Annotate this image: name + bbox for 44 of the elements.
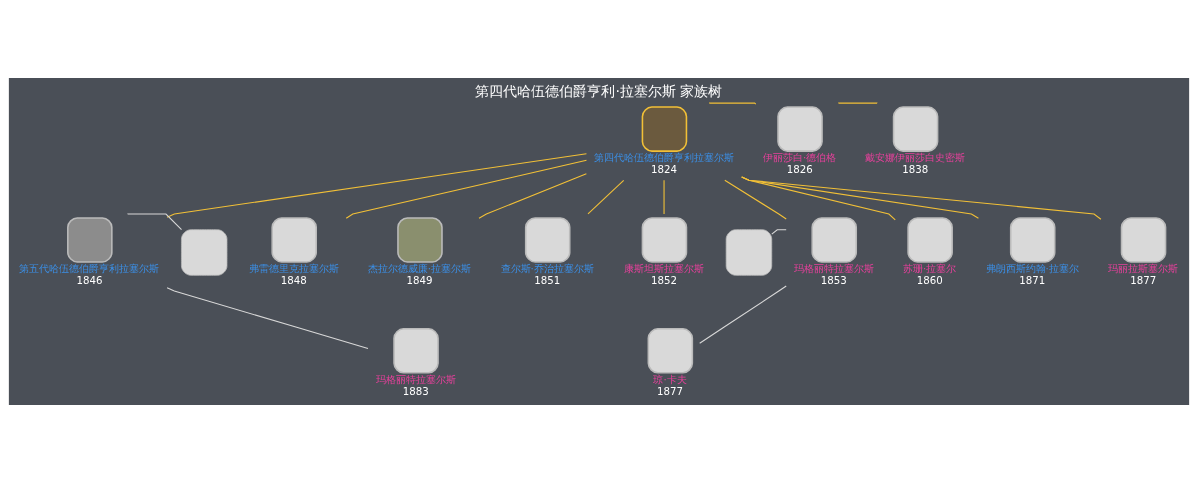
connector: [127, 212, 183, 230]
node-label: 1838: [902, 163, 929, 175]
connector: [708, 102, 757, 105]
node-box: [725, 228, 773, 276]
node-label: 1824: [651, 163, 678, 175]
node-label: 1877: [656, 385, 683, 397]
node-label: 1826: [786, 163, 813, 175]
connector: [663, 179, 665, 214]
node-label: 1853: [820, 274, 847, 286]
connector: [771, 228, 787, 235]
connector: [587, 179, 625, 214]
node-label: 玛丽拉斯塞尔斯: [1108, 262, 1179, 274]
node-label: 1848: [280, 274, 307, 286]
connector: [724, 179, 787, 220]
node-label: 伊丽莎白·德伯格: [763, 151, 837, 163]
node-label: 1849: [406, 274, 433, 286]
node-label: 1877: [1130, 274, 1157, 286]
node-label: 琼·卡夫: [653, 373, 687, 385]
node-label: 杰拉尔德威廉·拉塞尔斯: [367, 262, 471, 274]
node-label: 弗雷德里克拉塞尔斯: [249, 262, 340, 274]
node-label: 1860: [916, 274, 943, 286]
connector: [345, 159, 588, 219]
node-label: 玛格丽特拉塞尔斯: [375, 373, 456, 385]
connector: [741, 175, 1102, 220]
connector: [166, 286, 369, 349]
node-label: 1871: [1019, 274, 1046, 286]
node-label: 1852: [651, 274, 678, 286]
node-label: 弗朗西斯约翰·拉塞尔: [985, 262, 1079, 274]
node-label: 1846: [76, 274, 103, 286]
connector: [837, 102, 878, 104]
node-label: 1883: [402, 385, 429, 397]
connector: [166, 152, 587, 218]
node-label: 1851: [534, 274, 561, 286]
node-label: 康斯坦斯拉塞尔斯: [623, 262, 704, 274]
connector: [478, 172, 587, 219]
node-label: 第五代哈伍德伯爵亨利拉塞尔斯: [19, 262, 160, 274]
node-label: 第四代哈伍德伯爵亨利拉塞尔斯: [594, 151, 735, 163]
node-label: 查尔斯·乔治拉塞尔斯: [500, 262, 594, 274]
node-label: 玛格丽特拉塞尔斯: [793, 262, 874, 274]
node-label: 戴安娜伊丽莎白史密斯: [865, 151, 966, 163]
node-label: 苏珊·拉塞尔: [903, 262, 957, 274]
node-box: [181, 228, 228, 276]
diagram-title: 第四代哈伍德伯爵亨利·拉塞尔斯 家族树: [475, 82, 723, 99]
connector: [699, 284, 787, 344]
